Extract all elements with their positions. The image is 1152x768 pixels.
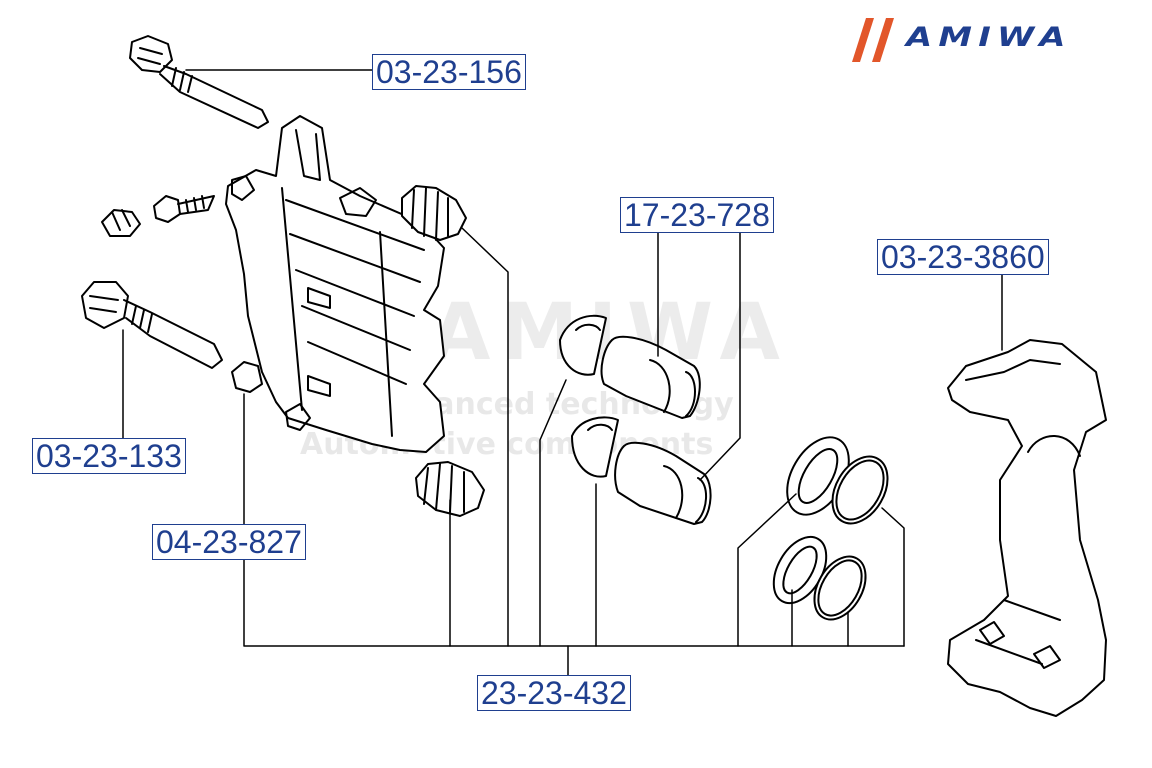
- guide-bolt-lower-icon: [81, 281, 223, 369]
- part-label-caliper-bracket[interactable]: 03-23-3860: [877, 239, 1049, 275]
- rubber-boot-lower-icon: [415, 461, 485, 517]
- bushing-icon: [231, 361, 263, 393]
- piston-lower-icon: [571, 416, 712, 525]
- part-label-guide-bolt-lower[interactable]: 03-23-133: [32, 438, 186, 474]
- leader-lines: [122, 69, 1003, 676]
- brand-logo-icon: [852, 18, 894, 62]
- dust-cap-icon: [101, 209, 141, 237]
- part-label-repair-kit[interactable]: 23-23-432: [477, 675, 631, 711]
- part-label-bleeder-cap[interactable]: 04-23-827: [152, 524, 306, 560]
- caliper-bracket-icon: [947, 339, 1107, 717]
- bleeder-screw-icon: [153, 195, 215, 223]
- caliper-body-icon: [225, 115, 445, 453]
- guide-bolt-upper-icon: [129, 35, 269, 129]
- seal-ring-icon: [772, 436, 889, 621]
- piston-upper-icon: [559, 314, 701, 419]
- brand-logo-text: AMIWA: [906, 22, 1072, 53]
- rubber-boot-upper-icon: [401, 185, 467, 241]
- part-label-guide-bolt-upper[interactable]: 03-23-156: [372, 54, 526, 90]
- part-label-piston[interactable]: 17-23-728: [620, 197, 774, 233]
